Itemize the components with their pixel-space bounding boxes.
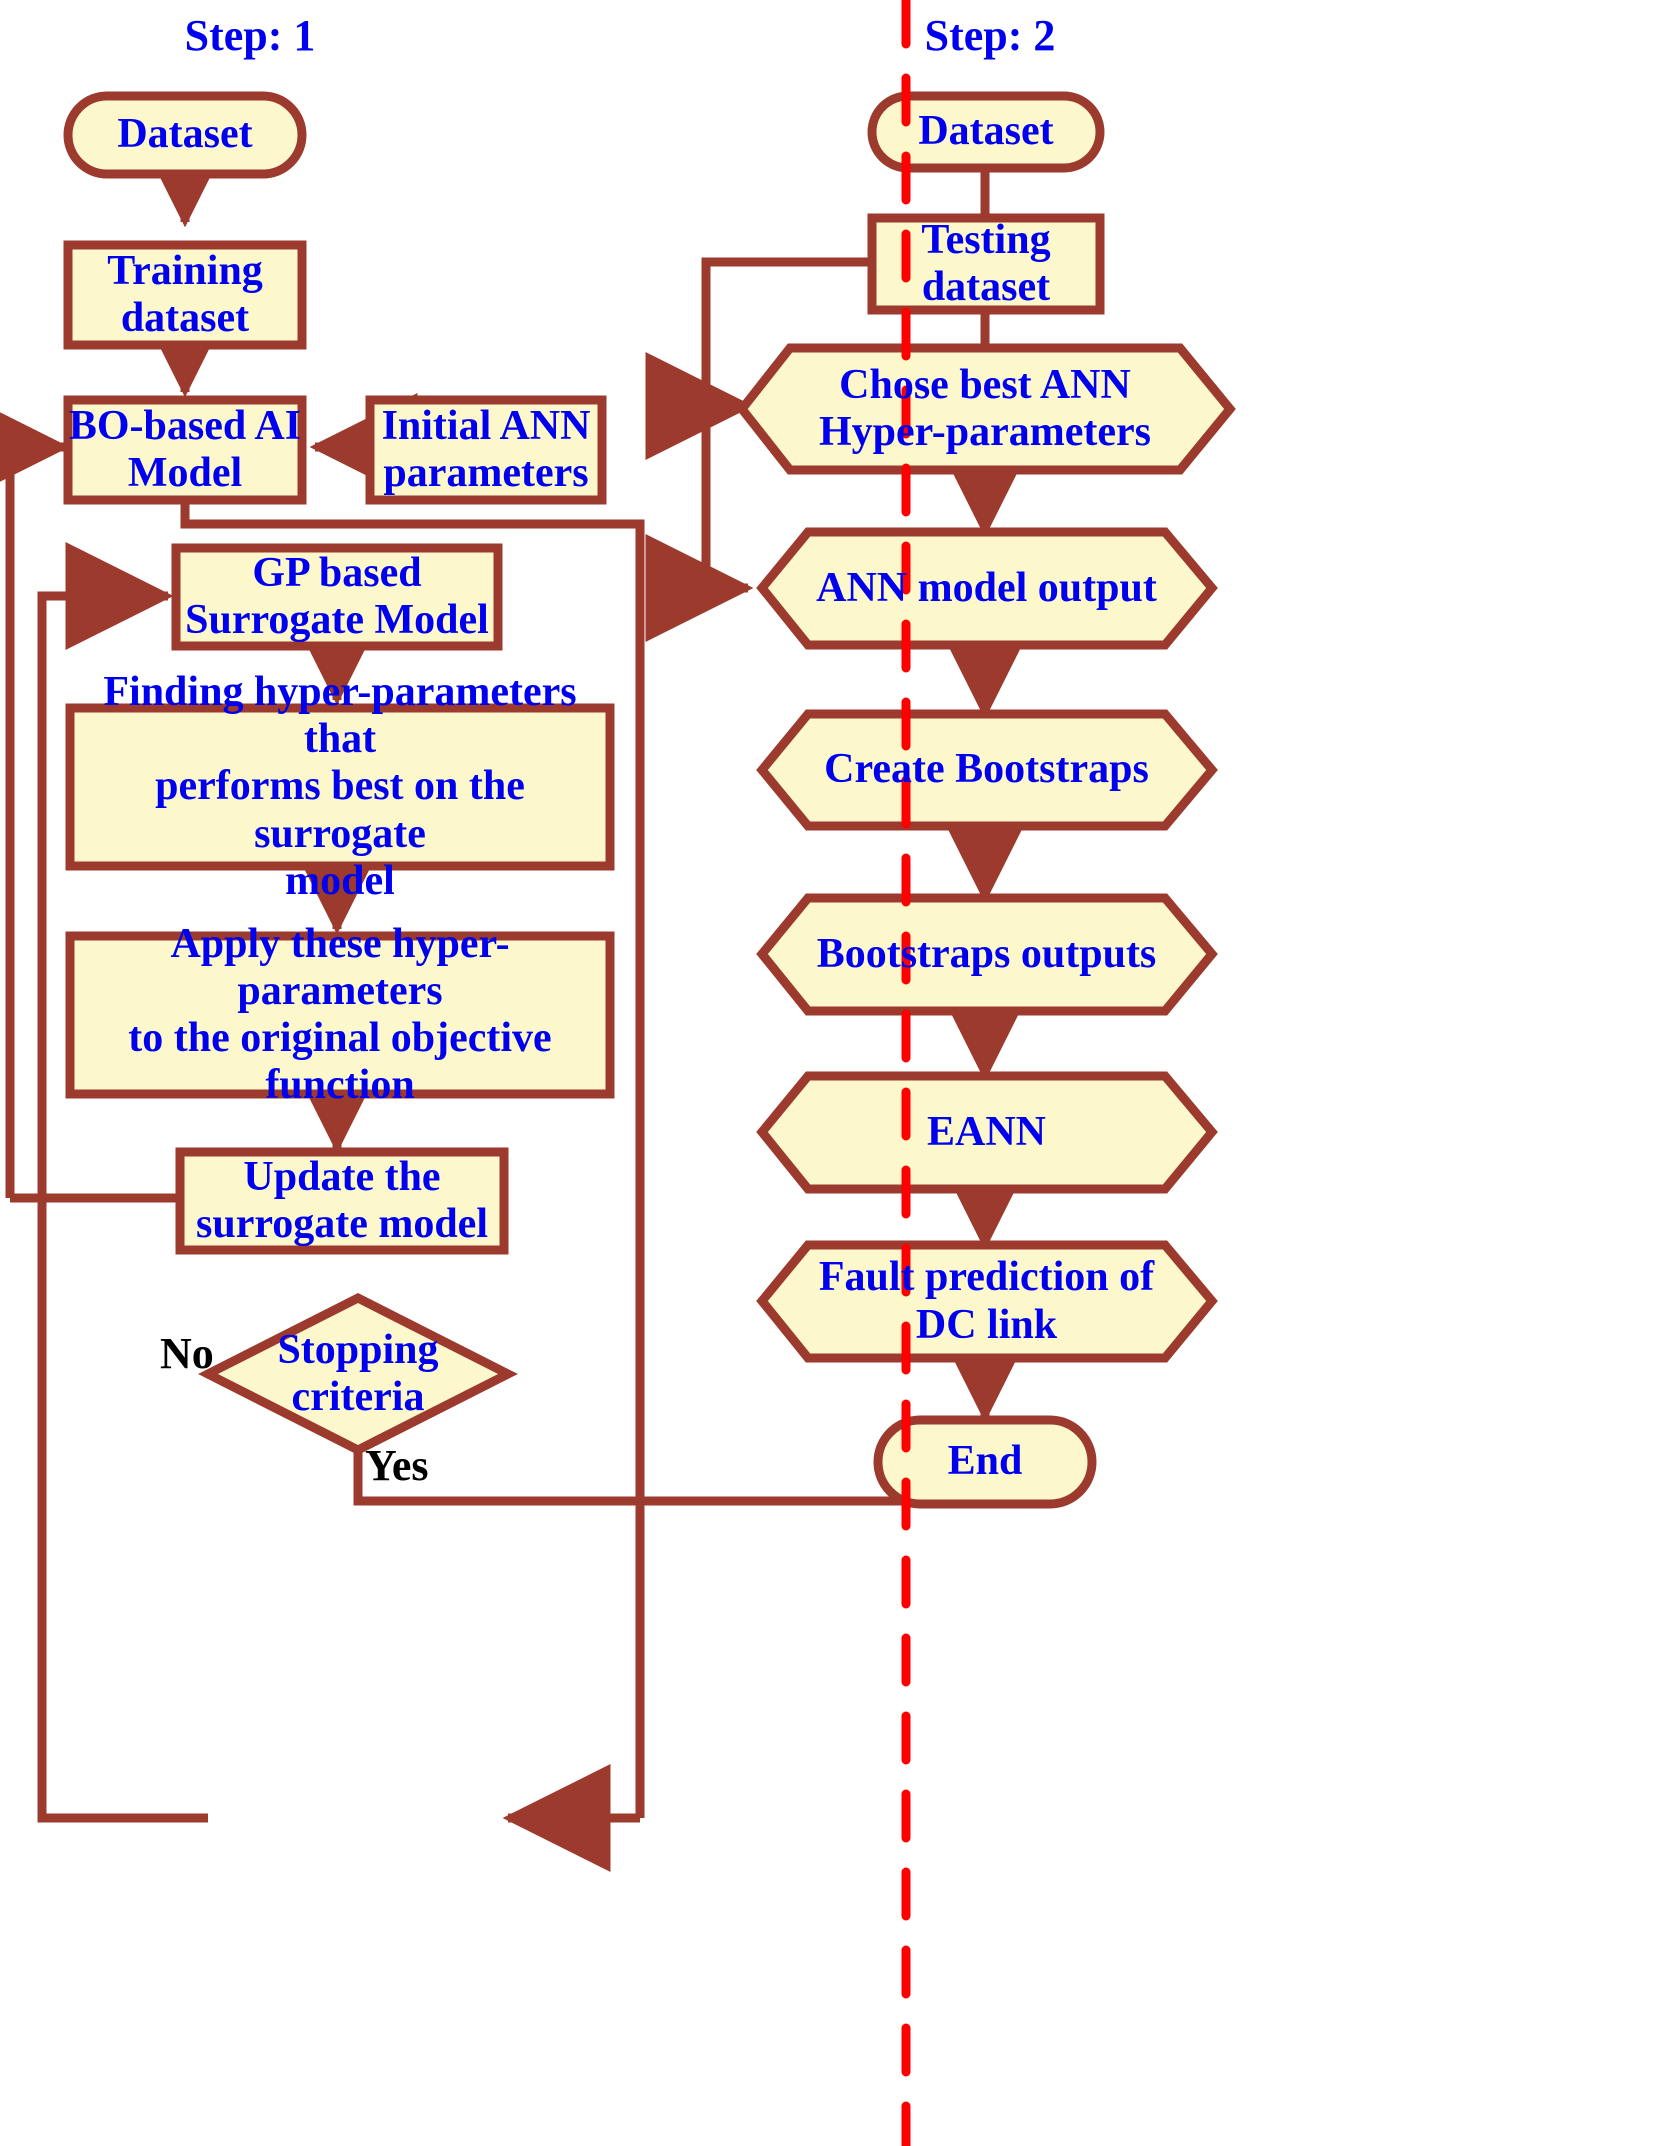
shape-chose-best (736, 343, 1236, 475)
step1-title: Step: 1 (184, 11, 316, 60)
shape-gp-surrogate (171, 543, 503, 651)
shape-finding-hyper (65, 703, 615, 871)
shape-apply-hyper (65, 931, 615, 1099)
shape-dataset2 (867, 91, 1105, 173)
edge-bo-to-rail (180, 501, 645, 1818)
shape-ann-output (756, 527, 1218, 650)
shape-eann (756, 1071, 1218, 1194)
shape-update-surrogate (175, 1147, 509, 1255)
shape-bootstraps-outputs (756, 893, 1218, 1016)
edge-feedback-outer (0, 393, 70, 1198)
shape-fault-prediction (756, 1240, 1218, 1363)
edge-no-branch (37, 542, 208, 1823)
shape-bo-model (63, 395, 307, 505)
edge-label-no: No (160, 1329, 214, 1378)
shape-create-bootstraps (756, 709, 1218, 831)
shape-stopping-criteria (198, 1292, 518, 1456)
shape-initial-params (365, 395, 607, 505)
step2-title: Step: 2 (924, 11, 1056, 60)
shape-dataset1 (63, 91, 307, 179)
shape-end (873, 1415, 1097, 1509)
shape-training-dataset (63, 240, 307, 350)
edge-testing-left-rail (701, 257, 873, 588)
edge-label-yes: Yes (365, 1441, 429, 1490)
